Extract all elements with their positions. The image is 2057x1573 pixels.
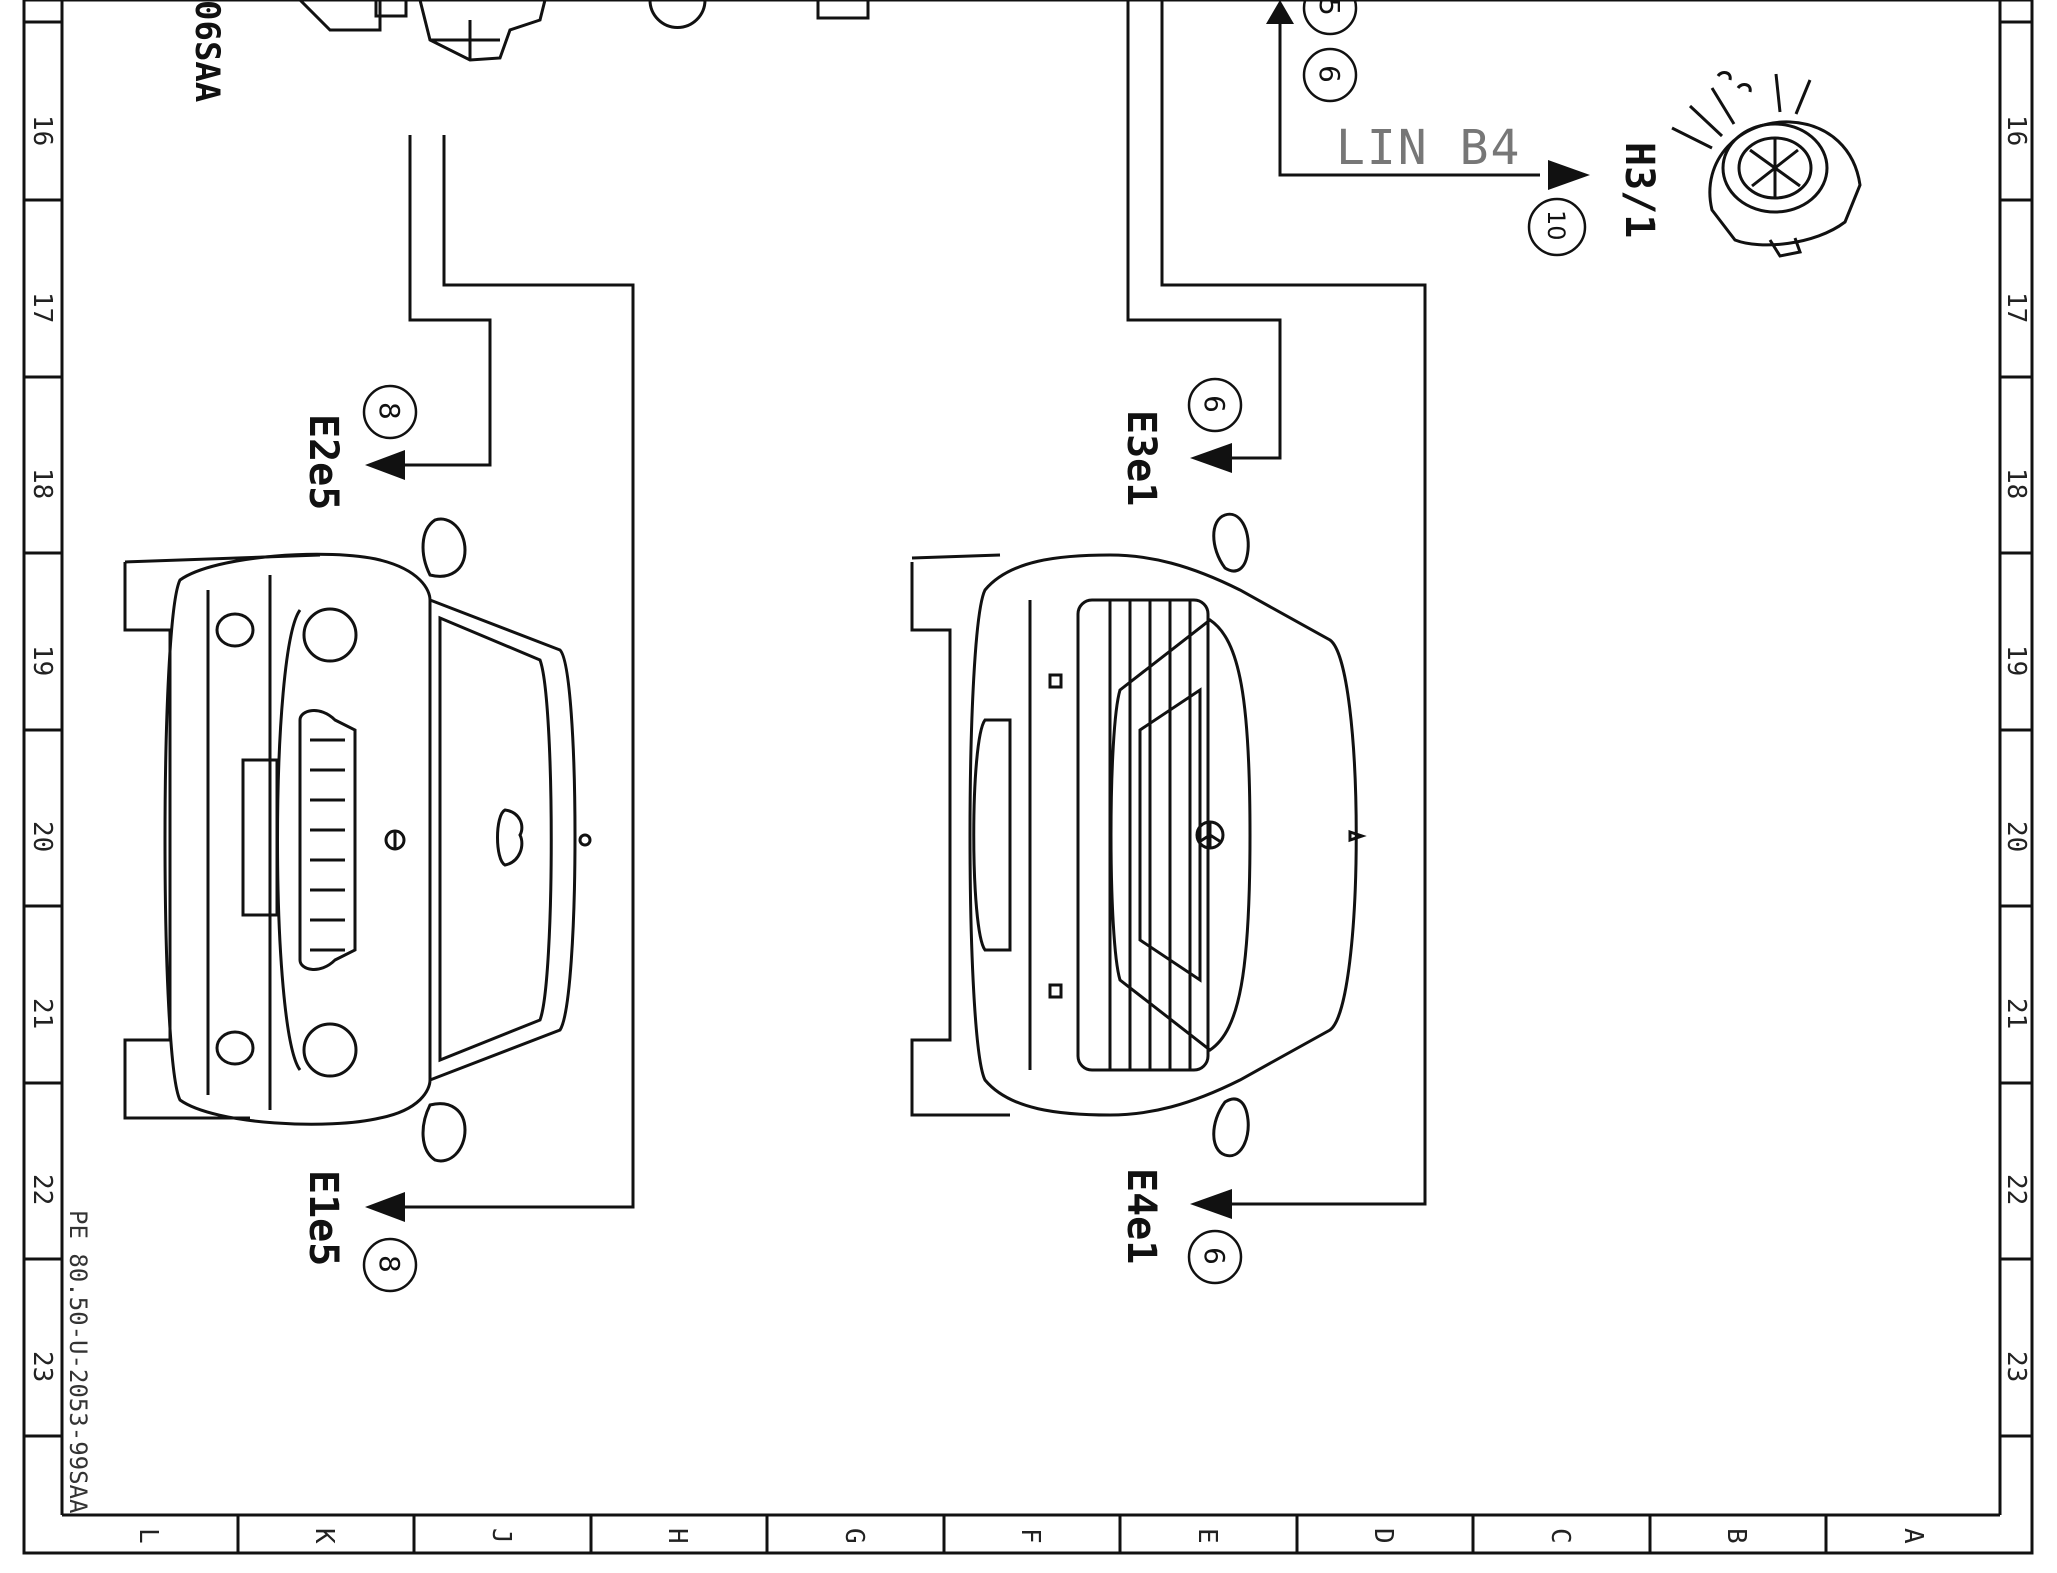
pin-number: 8	[373, 402, 406, 420]
arrow-up-top	[1266, 0, 1294, 24]
row-label: 22	[27, 1174, 57, 1205]
column-label: D	[1368, 1528, 1398, 1544]
arrow-e1e5	[365, 1192, 405, 1222]
row-label: 18	[27, 468, 57, 499]
header-fragment: 06SAA	[187, 0, 227, 102]
row-label: 21	[2001, 998, 2031, 1029]
column-ticks	[236, 1515, 1828, 1553]
row-label: 17	[27, 292, 57, 323]
column-label: F	[1015, 1528, 1045, 1544]
row-label: 18	[2001, 468, 2031, 499]
row-label: 19	[2001, 645, 2031, 676]
row-label: 17	[2001, 292, 2031, 323]
pin-number: 5	[1313, 0, 1346, 16]
row-label: 22	[2001, 1174, 2031, 1205]
pin-number: 6	[1198, 395, 1231, 413]
column-label: L	[133, 1528, 163, 1544]
drawing-frame	[22, 0, 2034, 1555]
horn-icon	[1671, 71, 1862, 258]
row-label: 16	[27, 115, 57, 146]
vehicle-front-right	[910, 512, 1367, 1158]
pin-number: 10	[1542, 210, 1570, 241]
row-ticks	[24, 20, 2032, 1438]
callout-h3-1: 10 H3/1	[1527, 142, 1662, 257]
callout-e3e1: 6 E3e1	[1118, 377, 1243, 506]
bus-label: LIN B4	[1336, 120, 1521, 176]
callout-e1e5: 8 E1e5	[300, 1170, 418, 1293]
row-label: 19	[27, 645, 57, 676]
column-label: C	[1545, 1528, 1575, 1544]
component-label: E2e5	[300, 414, 346, 510]
component-label: E3e1	[1118, 410, 1164, 506]
document-id: PE 80.50-U-2053-99SAA	[64, 1210, 92, 1514]
column-label: G	[839, 1528, 869, 1544]
pin-number: 6	[1198, 1247, 1231, 1265]
arrow-lin-b4	[1548, 160, 1590, 190]
pin-number: 6	[1313, 65, 1346, 83]
wire-harness-left	[390, 135, 635, 1209]
column-label: E	[1192, 1528, 1222, 1544]
arrow-heads	[365, 0, 1590, 1222]
row-label: 16	[2001, 115, 2031, 146]
row-label: 23	[27, 1351, 57, 1382]
row-labels-left: 16 17 18 19 20 21 22 23	[27, 115, 57, 1382]
column-label: A	[1898, 1528, 1928, 1544]
column-label: B	[1721, 1528, 1751, 1544]
lin-bus-wire	[1278, 22, 1540, 177]
component-label: E1e5	[300, 1170, 346, 1266]
component-label: E4e1	[1118, 1168, 1164, 1264]
component-label: H3/1	[1616, 142, 1662, 238]
arrow-e3e1	[1190, 443, 1232, 473]
column-label: J	[486, 1528, 516, 1544]
column-label: K	[309, 1528, 339, 1544]
row-labels-right: 16 17 18 19 20 21 22 23	[2001, 115, 2031, 1382]
arrow-e4e1	[1190, 1189, 1232, 1219]
column-label: H	[662, 1528, 692, 1544]
pin-number: 8	[373, 1255, 406, 1273]
column-labels: L K J H G F E D C B A	[133, 1528, 1928, 1544]
vehicle-front-left	[123, 517, 592, 1163]
callout-e4e1: 6 E4e1	[1118, 1168, 1243, 1285]
top-component-illustration	[298, 0, 870, 62]
arrow-e2e5	[365, 450, 405, 480]
row-label: 20	[2001, 821, 2031, 852]
callout-top-pins: 5 6	[1302, 0, 1358, 103]
row-label: 20	[27, 821, 57, 852]
row-label: 21	[27, 998, 57, 1029]
row-label: 23	[2001, 1351, 2031, 1382]
wire-harness-right	[1126, 0, 1427, 1206]
callout-e2e5: 8 E2e5	[300, 384, 418, 510]
